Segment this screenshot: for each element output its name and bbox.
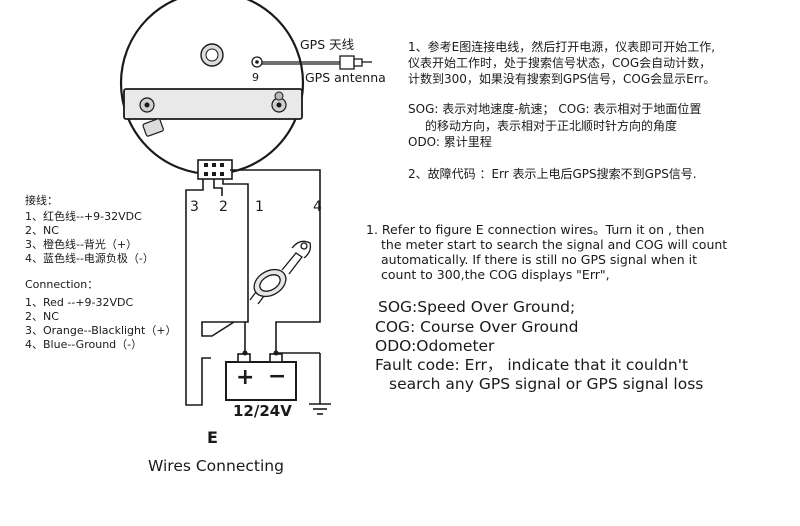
cn-step2: 2、故障代码 ：Err 表示上电后GPS搜索不到GPS信号. [408,167,697,181]
legend-cn-title: 接线： [25,194,58,207]
en-cog: COG: Course Over Ground [375,318,579,336]
en-step1-line: count to 300,the COG displays "Err", [381,267,610,282]
gps-antenna [261,55,372,70]
gps-label-en: GPS antenna [305,70,386,85]
legend-cn-item: 2、NC [25,224,59,237]
wires [185,169,321,406]
cn-definition-line: ODO: 累计里程 [408,135,492,149]
battery-plus: + [236,365,255,390]
battery [225,350,297,401]
small-screw [274,91,284,101]
wire-1 [222,179,249,308]
legend-cn-item: 1、红色线--+9-32VDC [25,210,142,223]
aux-connector [142,118,164,137]
en-odo: ODO:Odometer [375,337,495,355]
cn-definition-line: 的移动方向，表示相对于正北顺时针方向的角度 [425,119,678,133]
en-sog: SOG:Speed Over Ground; [378,298,576,316]
wire-connector [197,159,233,180]
wire-number-4: 4 [313,199,322,215]
wire-2 [213,179,223,196]
figure-caption: Wires Connecting [148,457,284,475]
en-fault-line: search any GPS signal or GPS signal loss [389,375,704,393]
legend-en-item: 1、Red --+9-32VDC [25,296,134,309]
cn-step1-line: 计数到300，如果没有搜索到GPS信号，COG会显示Err。 [408,72,716,86]
ignition-switch [249,240,312,305]
wire-4 [230,169,321,353]
battery-minus: − [268,364,287,389]
legend-en-title: Connection： [25,278,99,291]
gauge-body [119,0,305,180]
cn-definition-line: SOG: 表示对地速度-航速； COG: 表示相对于地面位置 [408,102,702,116]
figure-letter: E [207,428,218,447]
wire-3 [185,179,211,406]
legend-en-item: 4、Blue--Ground（-） [25,338,143,351]
mounting-bracket [123,88,303,120]
en-step1-line: the meter start to search the signal and… [381,237,728,252]
legend-cn-item: 3、橙色线--背光（+） [25,238,138,251]
wire-number-1: 1 [255,199,264,215]
legend-cn-item: 4、蓝色线--电源负极（-） [25,252,154,265]
en-step1-line: automatically. If there is still no GPS … [381,252,697,267]
gps-port-number: 9 [252,71,259,84]
legend-en-item: 3、Orange--Blacklight（+） [25,324,177,337]
gauge-circle [119,0,305,176]
ground-symbol [309,403,331,415]
legend-en-item: 2、NC [25,310,59,323]
battery-voltage: 12/24V [233,402,292,420]
cn-step1-line: 1、参考E图连接电线，然后打开电源，仪表即可开始工作, [408,40,716,54]
en-step1-line: 1. Refer to figure E connection wires。Tu… [366,222,705,237]
en-fault-line: Fault code: Err， indicate that it couldn… [375,356,689,374]
cn-step1-line: 仪表开始工作时，处于搜索信号状态，COG会自动计数， [408,56,712,70]
wire-number-2: 2 [219,199,228,215]
gps-label-cn: GPS 天线 [300,37,355,52]
wire-number-3: 3 [190,199,199,215]
